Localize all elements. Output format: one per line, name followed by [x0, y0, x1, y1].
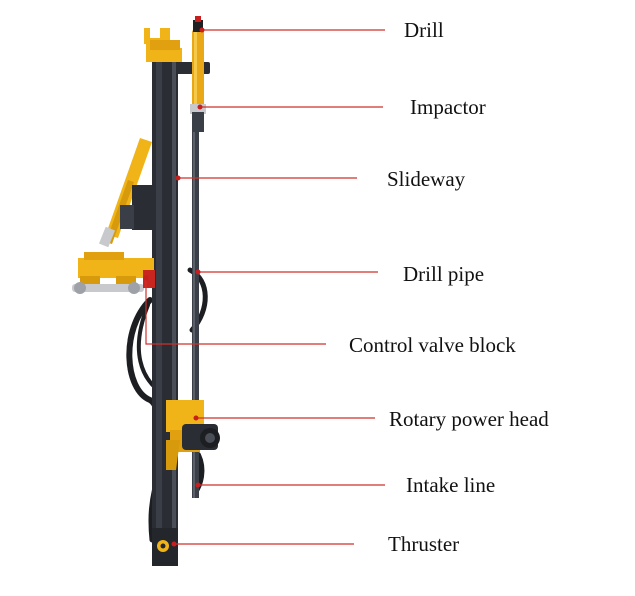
side-unit [132, 185, 154, 230]
impactor-highlight [194, 32, 197, 106]
drill-pipe-rod [192, 108, 199, 498]
impactor-body [192, 30, 204, 108]
label-thruster: Thruster [388, 532, 460, 556]
slideway-rail [172, 58, 176, 558]
label-drill-pipe: Drill pipe [403, 262, 485, 286]
label-control-valve-block: Control valve block [349, 333, 516, 357]
drill-bit [193, 20, 203, 32]
leader-control-valve [145, 278, 326, 345]
drill-bit-tip [195, 16, 201, 22]
label-rotary-power-head: Rotary power head [389, 407, 549, 431]
leader-dots [143, 27, 205, 547]
rotary-head [166, 400, 220, 470]
leader-lines [145, 29, 385, 545]
drill-pipe-highlight [193, 108, 195, 498]
side-unit-motor [120, 205, 134, 229]
label-impactor: Impactor [410, 95, 486, 119]
label-drill: Drill [404, 18, 444, 42]
drill-rig [72, 16, 220, 566]
impactor-coupling [190, 104, 206, 114]
label-intake-line: Intake line [406, 473, 496, 497]
label-slideway: Slideway [387, 167, 466, 191]
beam-highlight [156, 60, 162, 560]
mounting-bracket [72, 252, 154, 294]
top-bracket-shadow [150, 40, 180, 50]
impactor-lower [192, 112, 204, 132]
